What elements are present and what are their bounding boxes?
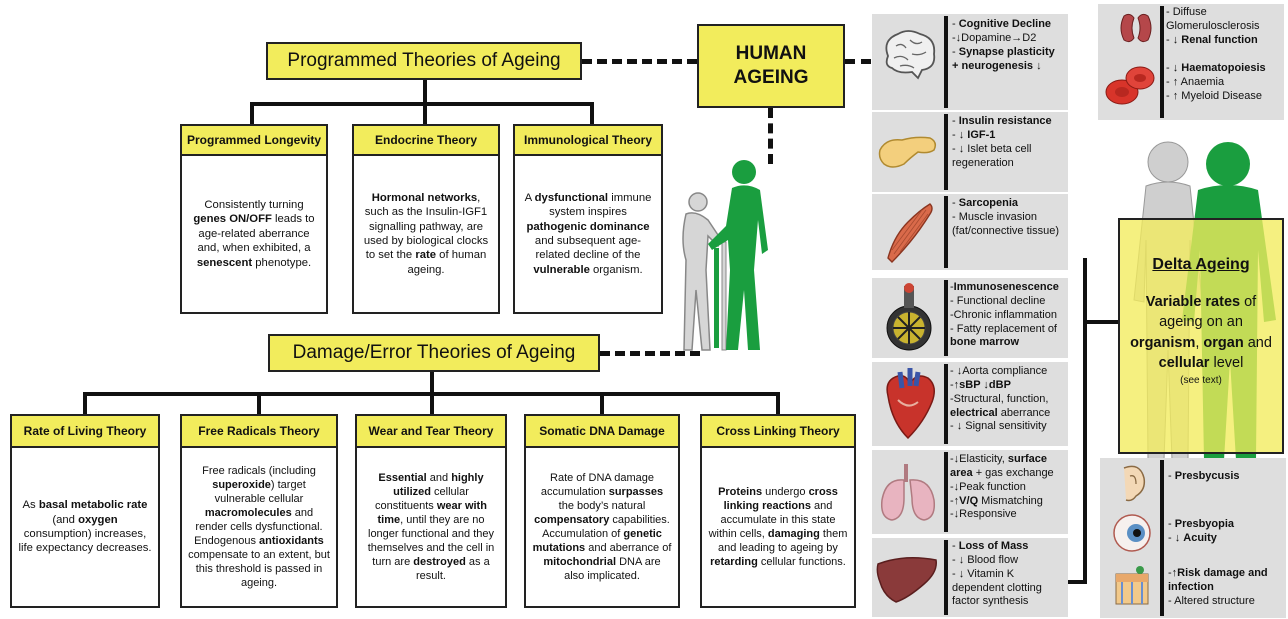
- theory-title: Rate of Living Theory: [10, 414, 160, 446]
- theory-title: Immunological Theory: [513, 124, 663, 154]
- brain-icon: [878, 26, 940, 82]
- divider: [944, 364, 948, 444]
- connector-line: [430, 392, 434, 414]
- connector-line: [590, 102, 594, 124]
- connector-line: [1083, 258, 1087, 582]
- rate-of-living-title: Rate of Living Theory: [24, 424, 147, 438]
- human-ageing-title: HUMAN AGEING: [721, 42, 821, 90]
- connector-line: [250, 102, 593, 106]
- wear-tear-body: Essential and highly utilized cellular c…: [363, 471, 499, 584]
- connector-line: [430, 372, 434, 394]
- programmed-longevity-title: Programmed Longevity: [187, 133, 321, 147]
- organ-text-kidney: - Diffuse Glomerulosclerosis- ↓ Renal fu…: [1166, 6, 1286, 48]
- endocrine-title: Endocrine Theory: [375, 133, 477, 147]
- rate-of-living-body: As basal metabolic rate (and oxygen cons…: [18, 498, 152, 556]
- theory-body: Rate of DNA damage accumulation surpasse…: [524, 446, 680, 608]
- immunological-title: Immunological Theory: [524, 133, 652, 147]
- organ-text-pancreas: - Insulin resistance- ↓ IGF-1- ↓ Islet b…: [952, 115, 1064, 170]
- organ-text-brain: - Cognitive Decline-↓Dopamine→D2- Synaps…: [952, 18, 1064, 73]
- theory-title: Wear and Tear Theory: [355, 414, 507, 446]
- somatic-dna-body: Rate of DNA damage accumulation surpasse…: [532, 471, 672, 584]
- theory-title: Free Radicals Theory: [180, 414, 338, 446]
- liver-icon: [874, 550, 940, 606]
- connector-line: [776, 392, 780, 414]
- theory-title: Cross Linking Theory: [700, 414, 856, 446]
- sense-text-skin: -↑Risk damage and infection- Altered str…: [1168, 567, 1284, 609]
- delta-ageing-title: Delta Ageing: [1120, 256, 1282, 274]
- theory-body: A dysfunctional immune system inspires p…: [513, 154, 663, 314]
- theory-body: Hormonal networks, such as the Insulin-I…: [352, 154, 500, 314]
- immunological-body: A dysfunctional immune system inspires p…: [521, 191, 655, 278]
- divider: [944, 16, 948, 108]
- theory-body: Free radicals (including superoxide) tar…: [180, 446, 338, 608]
- pancreas-icon: [876, 128, 940, 174]
- ear-icon: [1112, 462, 1154, 506]
- divider: [1160, 460, 1164, 616]
- theory-title: Somatic DNA Damage: [524, 414, 680, 446]
- organ-text-blood: - ↓ Haematopoiesis- ↑ Anaemia- ↑ Myeloid…: [1166, 62, 1286, 104]
- connector-line: [250, 102, 254, 124]
- theory-body: Proteins undergo cross linking reactions…: [700, 446, 856, 608]
- free-radicals-body: Free radicals (including superoxide) tar…: [188, 464, 330, 591]
- divider: [944, 196, 948, 268]
- delta-ageing-box: Delta Ageing Variable rates of ageing on…: [1118, 218, 1284, 454]
- heart-icon: [878, 366, 940, 442]
- theory-title: Endocrine Theory: [352, 124, 500, 154]
- organ-text-immune: -Immunosenescence- Functional decline-Ch…: [950, 281, 1068, 350]
- damage-heading-text: Damage/Error Theories of Ageing: [293, 342, 576, 364]
- free-radicals-title: Free Radicals Theory: [198, 424, 319, 438]
- connector-line: [257, 392, 261, 414]
- connector-line: [1083, 320, 1118, 324]
- dashed-connector: [582, 59, 697, 64]
- connector-line: [600, 392, 604, 414]
- delta-ageing-note: (see text): [1120, 375, 1282, 386]
- divider: [944, 540, 948, 615]
- connector-line: [423, 102, 427, 124]
- kidney-icon: [1116, 8, 1156, 48]
- theory-body: As basal metabolic rate (and oxygen cons…: [10, 446, 160, 608]
- blood-cells-icon: [1102, 60, 1158, 112]
- organ-text-lungs: -↓Elasticity, surface area + gas exchang…: [950, 453, 1068, 522]
- cross-linking-title: Cross Linking Theory: [716, 424, 839, 438]
- programmed-longevity-body: Consistently turning genes ON/OFF leads …: [188, 198, 320, 270]
- cross-linking-body: Proteins undergo cross linking reactions…: [708, 485, 848, 569]
- divider: [944, 452, 948, 532]
- sense-text-eye: - Presbyopia- ↓ Acuity: [1168, 518, 1284, 546]
- divider: [944, 114, 948, 190]
- theory-body: Consistently turning genes ON/OFF leads …: [180, 154, 328, 314]
- dashed-connector: [845, 59, 871, 64]
- divider: [1160, 6, 1164, 118]
- delta-ageing-body: Variable rates of ageing on an organism,…: [1128, 292, 1274, 373]
- damage-theories-heading: Damage/Error Theories of Ageing: [268, 334, 600, 372]
- programmed-theories-heading: Programmed Theories of Ageing: [266, 42, 582, 80]
- elderly-figures-icon: [668, 150, 788, 360]
- lungs-icon: [876, 458, 940, 526]
- organ-text-heart: - ↓Aorta compliance-↑sBP ↓dBP-Structural…: [950, 365, 1068, 434]
- skin-icon: [1110, 562, 1156, 610]
- muscle-icon: [880, 200, 938, 264]
- somatic-dna-title: Somatic DNA Damage: [539, 424, 665, 438]
- organ-text-liver: - Loss of Mass- ↓ Blood flow- ↓ Vitamin …: [952, 540, 1064, 609]
- connector-line: [83, 392, 87, 414]
- theory-body: Essential and highly utilized cellular c…: [355, 446, 507, 608]
- divider: [944, 280, 948, 356]
- immune-cell-icon: [880, 282, 938, 354]
- sense-text-ear: - Presbycusis: [1168, 470, 1284, 484]
- human-ageing-box: HUMAN AGEING: [697, 24, 845, 108]
- programmed-heading-text: Programmed Theories of Ageing: [287, 50, 560, 72]
- theory-title: Programmed Longevity: [180, 124, 328, 154]
- connector-line: [423, 80, 427, 104]
- eye-icon: [1110, 512, 1156, 554]
- organ-text-muscle: - Sarcopenia- Muscle invasion (fat/conne…: [952, 197, 1064, 239]
- endocrine-body: Hormonal networks, such as the Insulin-I…: [360, 191, 492, 278]
- wear-tear-title: Wear and Tear Theory: [369, 424, 494, 438]
